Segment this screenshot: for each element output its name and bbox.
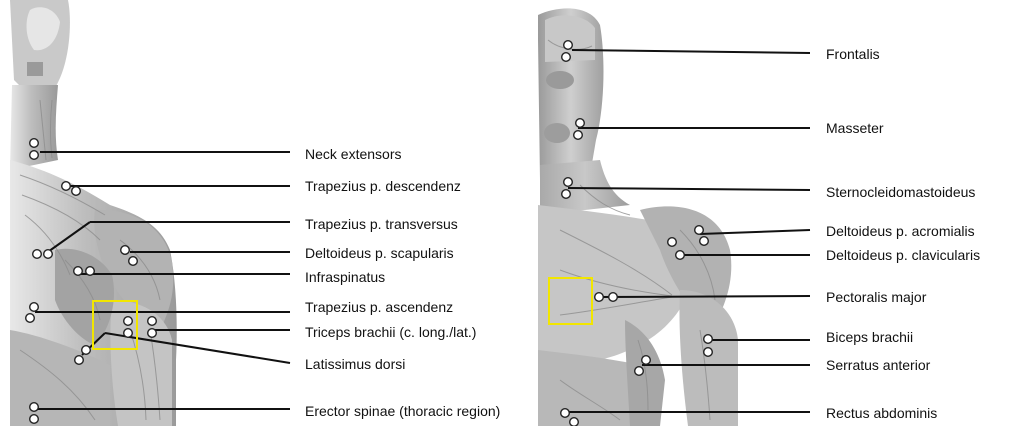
electrode-dot — [576, 119, 585, 128]
electrode-dot — [704, 335, 713, 344]
electrode-dot — [562, 53, 571, 62]
label-neck-extensors: Neck extensors — [305, 146, 401, 162]
label-latissimus-dorsi: Latissimus dorsi — [305, 356, 405, 372]
label-deltoideus-acromialis: Deltoideus p. acromialis — [826, 223, 975, 239]
electrode-dot — [30, 403, 39, 412]
electrode-dot — [124, 317, 133, 326]
electrode-dot — [121, 246, 130, 255]
electrode-dot — [129, 257, 138, 266]
serratus-shape — [625, 320, 665, 426]
electrode-dot — [668, 238, 677, 247]
electrode-dot — [33, 250, 42, 259]
electrode-dot — [82, 346, 91, 355]
electrode-dot — [564, 41, 573, 50]
label-pectoralis-major: Pectoralis major — [826, 289, 927, 305]
electrode-dot — [148, 329, 157, 338]
electrode-dot — [574, 131, 583, 140]
back-labels: Neck extensors Trapezius p. descendenz T… — [305, 146, 500, 419]
label-trapezius-transversus: Trapezius p. transversus — [305, 216, 458, 232]
label-erector-spinae: Erector spinae (thoracic region) — [305, 403, 500, 419]
electrode-dot — [62, 182, 71, 191]
back-view-figure — [10, 0, 177, 426]
leader-pectoralis-major — [600, 296, 810, 297]
electrode-dot — [26, 314, 35, 323]
electrode-dot — [30, 139, 39, 148]
label-rectus-abdominis: Rectus abdominis — [826, 405, 937, 421]
label-frontalis: Frontalis — [826, 46, 880, 62]
mouth-region — [544, 123, 570, 143]
front-view-figure — [535, 0, 738, 426]
label-trapezius-ascendenz: Trapezius p. ascendenz — [305, 299, 453, 315]
electrode-dot — [30, 415, 39, 424]
leader-frontalis — [572, 50, 810, 53]
electrode-dot — [570, 418, 579, 426]
label-biceps-brachii: Biceps brachii — [826, 329, 913, 345]
electrode-dot — [564, 178, 573, 187]
label-deltoideus-scapularis: Deltoideus p. scapularis — [305, 245, 454, 261]
electrode-dot — [86, 267, 95, 276]
label-triceps-brachii: Triceps brachii (c. long./lat.) — [305, 324, 476, 340]
electrode-dot — [30, 151, 39, 160]
electrode-dot — [30, 303, 39, 312]
label-sternocleidomastoideus: Sternocleidomastoideus — [826, 184, 975, 200]
label-deltoideus-clavicularis: Deltoideus p. clavicularis — [826, 247, 980, 263]
panel-separator — [535, 0, 538, 426]
electrode-dot — [700, 237, 709, 246]
electrode-dot — [124, 329, 133, 338]
electrode-dot — [561, 409, 570, 418]
label-serratus-anterior: Serratus anterior — [826, 357, 931, 373]
electrode-dot — [695, 226, 704, 235]
label-infraspinatus: Infraspinatus — [305, 269, 385, 285]
electrode-dot — [609, 293, 618, 302]
front-labels: Frontalis Masseter Sternocleidomastoideu… — [826, 46, 980, 421]
electrode-dot — [595, 293, 604, 302]
electrode-dot — [74, 267, 83, 276]
electrode-dot — [704, 348, 713, 357]
electrode-dot — [72, 187, 81, 196]
label-trapezius-descendenz: Trapezius p. descendenz — [305, 178, 461, 194]
eye-region — [546, 71, 574, 89]
electrode-dot — [148, 317, 157, 326]
head-vent-mark — [27, 62, 43, 76]
electrode-dot — [635, 367, 644, 376]
electrode-dot — [562, 190, 571, 199]
electrode-dot — [676, 251, 685, 260]
electrode-dot — [75, 356, 84, 365]
electrode-dot — [44, 250, 53, 259]
electrode-dot — [642, 356, 651, 365]
label-masseter: Masseter — [826, 120, 884, 136]
